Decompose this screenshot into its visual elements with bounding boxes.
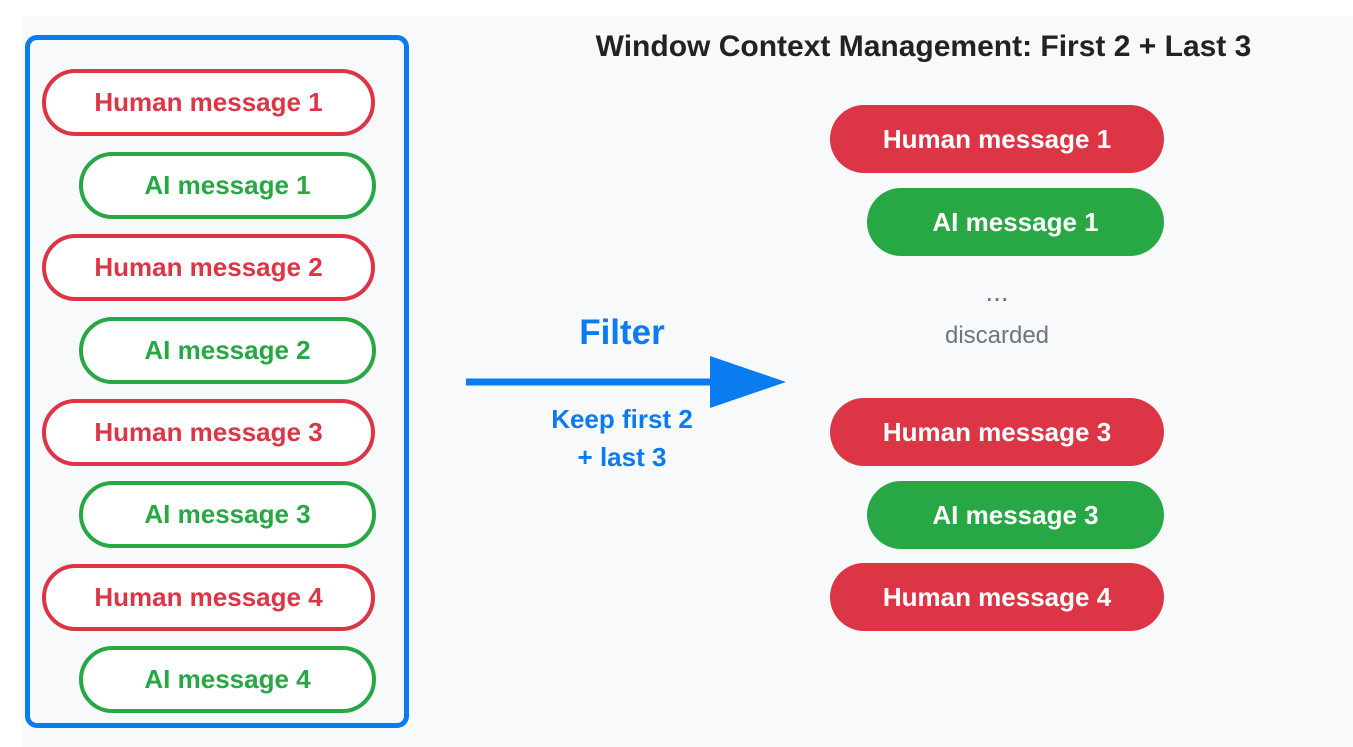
- filter-arrow-icon: [466, 356, 786, 408]
- source-ai-message-4: AI message 4: [79, 646, 376, 713]
- result-human-message-4: Human message 4: [830, 563, 1164, 631]
- source-human-message-1: Human message 1: [42, 69, 375, 136]
- result-ai-message-1: AI message 1: [867, 188, 1164, 256]
- source-human-message-4: Human message 4: [42, 564, 375, 631]
- result-ai-message-3: AI message 3: [867, 481, 1164, 549]
- filter-label: Filter: [579, 313, 665, 352]
- discarded-ellipsis: ...: [985, 276, 1009, 307]
- source-ai-message-1: AI message 1: [79, 152, 376, 219]
- source-human-message-3: Human message 3: [42, 399, 375, 466]
- discarded-label: discarded: [944, 322, 1050, 349]
- source-ai-message-3: AI message 3: [79, 481, 376, 548]
- source-human-message-2: Human message 2: [42, 234, 375, 301]
- diagram-title: Window Context Management: First 2 + Las…: [595, 30, 1252, 63]
- filter-rule-line-1: Keep first 2: [551, 404, 693, 434]
- result-human-message-3: Human message 3: [830, 398, 1164, 466]
- source-ai-message-2: AI message 2: [79, 317, 376, 384]
- filter-rule-text: Keep first 2 + last 3: [510, 400, 734, 476]
- result-human-message-1: Human message 1: [830, 105, 1164, 173]
- filter-rule-line-2: + last 3: [577, 442, 667, 472]
